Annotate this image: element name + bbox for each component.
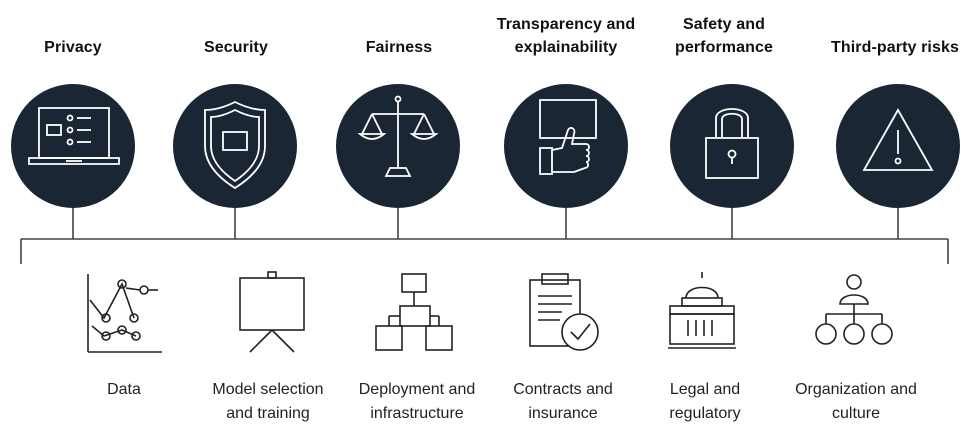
risk-label-security: Security	[204, 39, 268, 56]
safety-circle	[670, 84, 794, 208]
scales-icon	[357, 95, 439, 177]
padlock-icon	[705, 108, 759, 179]
third-party-circle	[836, 84, 960, 208]
shield-icon	[204, 100, 266, 190]
area-label-data-line1: Data	[107, 381, 141, 398]
area-label-deployment-line1: Deployment and	[358, 381, 476, 398]
area-label-model-selection-line2: and training	[226, 405, 310, 422]
area-label-organization: Organization and culture	[776, 378, 936, 426]
risk-label-third-party: Third-party risks	[831, 39, 959, 56]
laptop-checklist-icon	[28, 107, 120, 165]
scatter-plot-icon	[87, 274, 162, 353]
thumbs-up-icon	[539, 99, 597, 175]
easel-icon	[239, 271, 305, 353]
transparency-circle	[504, 84, 628, 208]
area-label-data: Data	[49, 378, 199, 402]
area-label-organization-line2: culture	[831, 405, 881, 422]
privacy-circle	[11, 84, 135, 208]
area-label-deployment-line2: infrastructure	[370, 405, 464, 422]
hierarchy-icon	[375, 273, 453, 351]
clipboard-check-icon	[529, 273, 599, 351]
area-label-deployment: Deployment and infrastructure	[342, 378, 492, 426]
government-building-icon	[668, 272, 736, 349]
area-label-contracts: Contracts and insurance	[488, 378, 638, 426]
org-chart-icon	[815, 274, 893, 345]
risk-label-privacy: Privacy	[44, 39, 102, 56]
area-label-model-selection: Model selection and training	[193, 378, 343, 426]
security-circle	[173, 84, 297, 208]
area-label-contracts-line2: insurance	[528, 405, 598, 422]
warning-triangle-icon	[862, 108, 934, 171]
area-label-legal: Legal and regulatory	[630, 378, 780, 426]
risk-label-transparency: Transparency and explainability	[496, 16, 636, 56]
risk-label-fairness: Fairness	[365, 39, 433, 56]
area-label-legal-line2: regulatory	[669, 405, 741, 422]
risk-label-safety: Safety and performance	[674, 16, 774, 56]
area-label-legal-line1: Legal and	[669, 381, 741, 398]
area-label-organization-line1: Organization and	[795, 381, 917, 398]
area-label-contracts-line1: Contracts and	[513, 381, 613, 398]
area-label-model-selection-line1: Model selection	[212, 381, 324, 398]
fairness-circle	[336, 84, 460, 208]
